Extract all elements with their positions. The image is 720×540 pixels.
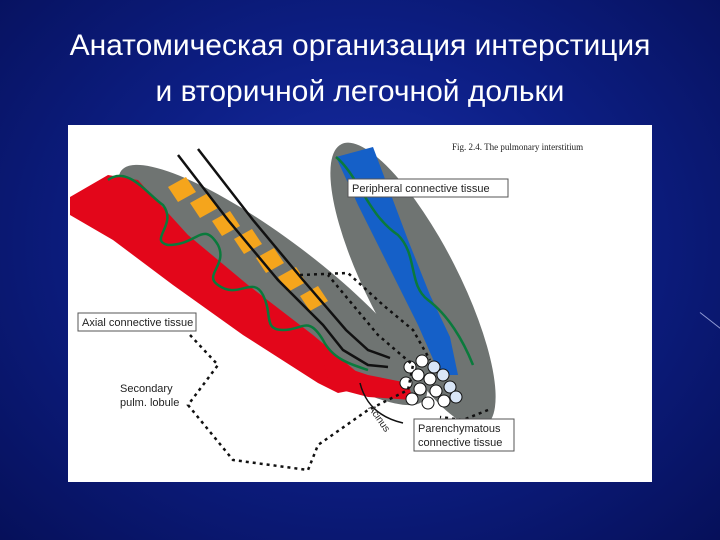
bronchus-wall-lower xyxy=(197,148,391,360)
parenchymatous-label-box xyxy=(413,418,515,452)
interstitium-diagram: Fig. 2.4. The pulmonary interstitium xyxy=(70,142,583,472)
artery-terminal xyxy=(323,360,413,400)
pulmonary-interstitium-figure: Fig. 2.4. The pulmonary interstitium xyxy=(68,125,652,482)
acinus-label: Acinus xyxy=(366,403,392,434)
axial-label: Axial connective tissue xyxy=(82,317,193,329)
alveoli-cluster xyxy=(399,354,463,410)
decorative-line xyxy=(699,312,720,332)
slide-title-line-1: Анатомическая организация интерстиция xyxy=(69,29,651,62)
parenchymatous-pointer xyxy=(439,408,489,422)
secondary-lobule-label-line-2: pulm. lobule xyxy=(120,397,179,409)
acinus-arc xyxy=(359,382,404,424)
axial-label-box xyxy=(77,312,197,332)
figure-caption: Fig. 2.4. The pulmonary interstitium xyxy=(452,142,583,152)
left-lobule-shape xyxy=(118,164,428,406)
parenchymatous-label-line-2: connective tissue xyxy=(418,437,502,449)
peripheral-label: Peripheral connective tissue xyxy=(352,183,490,195)
parenchymatous-label-line-1: Parenchymatous xyxy=(418,423,501,435)
vein-band xyxy=(336,147,458,375)
slide-title-line-2: и вторичной легочной дольки xyxy=(155,75,565,108)
lymphatic-vessel-left xyxy=(107,174,369,372)
bronchus-cartilage xyxy=(168,177,328,311)
peripheral-label-box xyxy=(347,178,509,198)
bronchus-wall-upper xyxy=(177,154,389,369)
artery-band xyxy=(70,175,368,393)
secondary-lobule-label-line-1: Secondary xyxy=(120,383,173,395)
